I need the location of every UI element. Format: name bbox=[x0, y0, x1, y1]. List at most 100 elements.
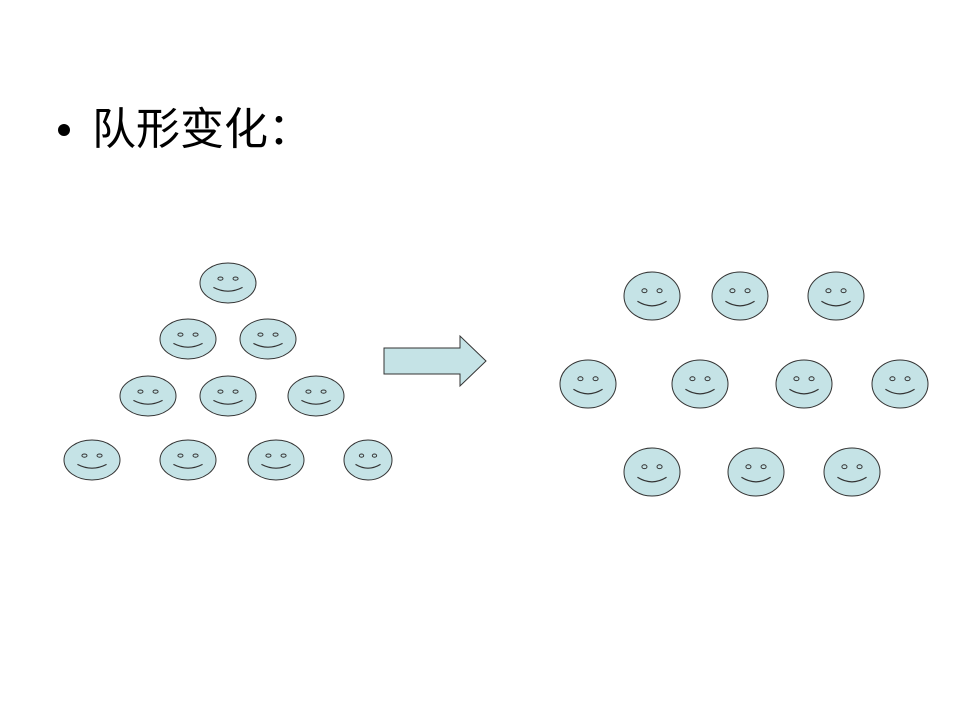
face-head bbox=[823, 447, 881, 497]
face-left-eye bbox=[217, 276, 224, 281]
face-left-eye bbox=[889, 376, 896, 382]
face-right-eye bbox=[371, 453, 378, 458]
face-left-eye bbox=[745, 464, 752, 470]
right-arrow-icon bbox=[383, 334, 487, 388]
face-left-eye bbox=[689, 376, 696, 382]
face-mouth bbox=[253, 342, 283, 348]
face-left-eye bbox=[825, 288, 832, 294]
face-mouth bbox=[885, 388, 915, 395]
smiley-face-icon bbox=[159, 439, 217, 481]
face-left-eye bbox=[217, 389, 224, 394]
smiley-face-icon bbox=[807, 271, 865, 321]
face-mouth bbox=[77, 463, 107, 469]
face-right-eye bbox=[232, 389, 239, 394]
face-head bbox=[711, 271, 769, 321]
face-mouth bbox=[133, 399, 163, 405]
smiley-face-icon bbox=[63, 439, 121, 481]
smiley-face-icon bbox=[343, 439, 393, 481]
smiley-face-icon bbox=[159, 318, 217, 360]
face-mouth bbox=[637, 476, 667, 483]
face-mouth bbox=[173, 342, 203, 348]
smiley-face-icon bbox=[823, 447, 881, 497]
face-left-eye bbox=[177, 332, 184, 337]
face-right-eye bbox=[152, 389, 159, 394]
face-head bbox=[247, 439, 305, 481]
smiley-face-icon bbox=[711, 271, 769, 321]
face-mouth bbox=[573, 388, 603, 395]
face-right-eye bbox=[192, 332, 199, 337]
face-head bbox=[671, 359, 729, 409]
smiley-face-icon bbox=[239, 318, 297, 360]
smiley-face-icon bbox=[199, 375, 257, 417]
face-head bbox=[199, 262, 257, 304]
face-right-eye bbox=[808, 376, 815, 382]
face-mouth bbox=[789, 388, 819, 395]
face-left-eye bbox=[265, 453, 272, 458]
smiley-face-icon bbox=[559, 359, 617, 409]
face-head bbox=[199, 375, 257, 417]
face-left-eye bbox=[793, 376, 800, 382]
face-head bbox=[159, 439, 217, 481]
face-mouth bbox=[685, 388, 715, 395]
face-mouth bbox=[355, 463, 381, 469]
smiley-face-icon bbox=[871, 359, 929, 409]
face-right-eye bbox=[904, 376, 911, 382]
face-mouth bbox=[821, 300, 851, 307]
face-mouth bbox=[261, 463, 291, 469]
face-right-eye bbox=[592, 376, 599, 382]
face-right-eye bbox=[704, 376, 711, 382]
face-head bbox=[239, 318, 297, 360]
face-mouth bbox=[837, 476, 867, 483]
formation-after bbox=[559, 271, 929, 497]
face-left-eye bbox=[137, 389, 144, 394]
bullet-heading: 队形变化： bbox=[58, 100, 312, 160]
heading-text: 队形变化： bbox=[92, 104, 312, 155]
face-left-eye bbox=[577, 376, 584, 382]
face-mouth bbox=[173, 463, 203, 469]
face-mouth bbox=[637, 300, 667, 307]
face-left-eye bbox=[81, 453, 88, 458]
face-left-eye bbox=[841, 464, 848, 470]
face-head bbox=[343, 439, 393, 481]
smiley-face-icon bbox=[623, 271, 681, 321]
face-right-eye bbox=[232, 276, 239, 281]
face-right-eye bbox=[856, 464, 863, 470]
face-head bbox=[727, 447, 785, 497]
face-mouth bbox=[741, 476, 771, 483]
face-right-eye bbox=[320, 389, 327, 394]
face-right-eye bbox=[96, 453, 103, 458]
face-head bbox=[623, 271, 681, 321]
face-head bbox=[159, 318, 217, 360]
face-left-eye bbox=[641, 288, 648, 294]
smiley-face-icon bbox=[671, 359, 729, 409]
smiley-face-icon bbox=[119, 375, 177, 417]
face-right-eye bbox=[840, 288, 847, 294]
smiley-face-icon bbox=[287, 375, 345, 417]
face-right-eye bbox=[272, 332, 279, 337]
face-head bbox=[63, 439, 121, 481]
face-left-eye bbox=[729, 288, 736, 294]
face-head bbox=[775, 359, 833, 409]
face-head bbox=[807, 271, 865, 321]
face-mouth bbox=[213, 286, 243, 292]
face-right-eye bbox=[192, 453, 199, 458]
face-head bbox=[559, 359, 617, 409]
face-head bbox=[119, 375, 177, 417]
face-right-eye bbox=[280, 453, 287, 458]
face-head bbox=[623, 447, 681, 497]
face-head bbox=[287, 375, 345, 417]
face-mouth bbox=[725, 300, 755, 307]
face-right-eye bbox=[656, 464, 663, 470]
transition-arrow bbox=[383, 334, 487, 388]
face-left-eye bbox=[257, 332, 264, 337]
face-mouth bbox=[301, 399, 331, 405]
face-left-eye bbox=[358, 453, 365, 458]
smiley-face-icon bbox=[727, 447, 785, 497]
face-right-eye bbox=[760, 464, 767, 470]
face-left-eye bbox=[305, 389, 312, 394]
face-left-eye bbox=[641, 464, 648, 470]
face-right-eye bbox=[656, 288, 663, 294]
formation-before bbox=[63, 262, 393, 481]
